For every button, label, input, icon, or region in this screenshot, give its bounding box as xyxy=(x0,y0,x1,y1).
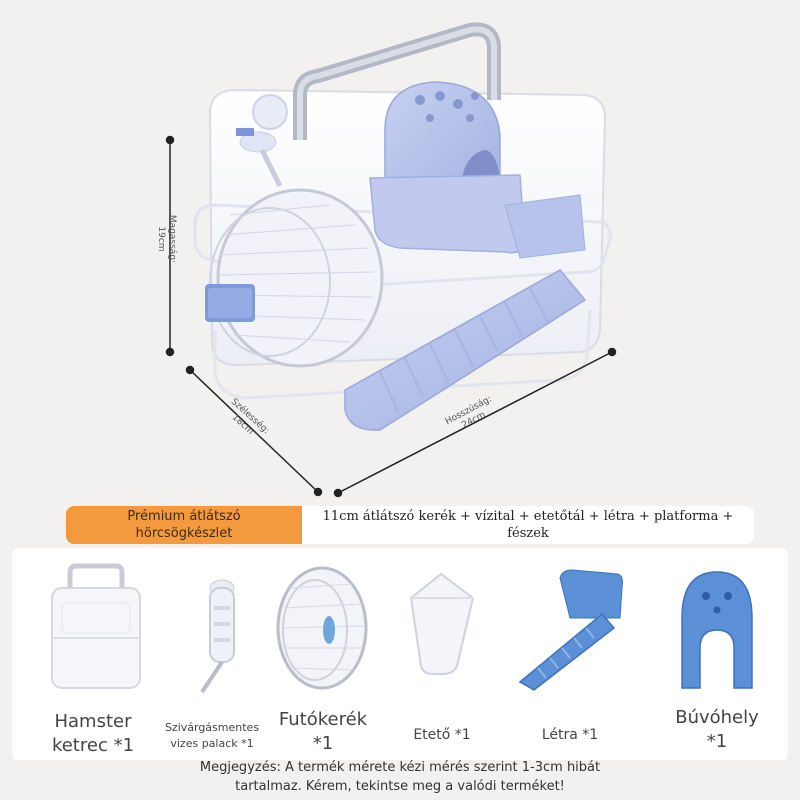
ladder-icon xyxy=(518,569,623,691)
accessory-label-water-bottle: Szivárgásmentes vizes palack *1 xyxy=(164,721,260,750)
accessory-label-cage: Hamster ketrec *1 xyxy=(51,711,135,756)
accessory-label-ladder: Létra *1 xyxy=(541,727,599,743)
running-wheel-icon xyxy=(276,566,368,690)
product-hero: Magasság: 19cm Szélesség: 18cm Hosszúság… xyxy=(156,22,617,498)
accessory-label-feeder: Etető *1 xyxy=(413,727,471,743)
accessory-label-hideout: Búvóhely *1 xyxy=(675,707,759,752)
height-dimension-label: Magasság: 19cm xyxy=(156,214,178,264)
kit-title: Prémium átlátszó hörcsögkészlet xyxy=(127,509,241,541)
accessory-item-feeder: Etető *1 xyxy=(397,548,487,760)
feeder-icon xyxy=(409,572,475,675)
kit-contents-bar: 11cm átlátszó kerék + vízital + etetőtál… xyxy=(302,506,754,544)
hamster-cage-illustration xyxy=(165,22,617,498)
kit-title-badge: Prémium átlátszó hörcsögkészlet xyxy=(66,506,302,544)
accessory-label-wheel: Futókerék *1 xyxy=(278,709,368,754)
accessory-item-hideout: Búvóhely *1 xyxy=(662,548,772,760)
water-bottle-icon xyxy=(200,579,235,694)
accessory-item-wheel: Futókerék *1 xyxy=(267,548,377,760)
hideout-icon xyxy=(681,571,753,689)
accessories-panel: Hamster ketrec *1 Szivárgásmentes vizes … xyxy=(12,548,788,760)
measurement-note-text: Megjegyzés: A termék mérete kézi mérés s… xyxy=(199,760,601,794)
kit-contents: 11cm átlátszó kerék + vízital + etetőtál… xyxy=(322,509,734,541)
accessory-item-cage: Hamster ketrec *1 xyxy=(40,548,150,760)
hamster-cage-icon xyxy=(51,563,141,689)
measurement-note: Megjegyzés: A termék mérete kézi mérés s… xyxy=(0,758,800,796)
accessory-item-ladder: Létra *1 xyxy=(510,548,630,760)
accessory-item-water-bottle: Szivárgásmentes vizes palack *1 xyxy=(152,548,282,760)
